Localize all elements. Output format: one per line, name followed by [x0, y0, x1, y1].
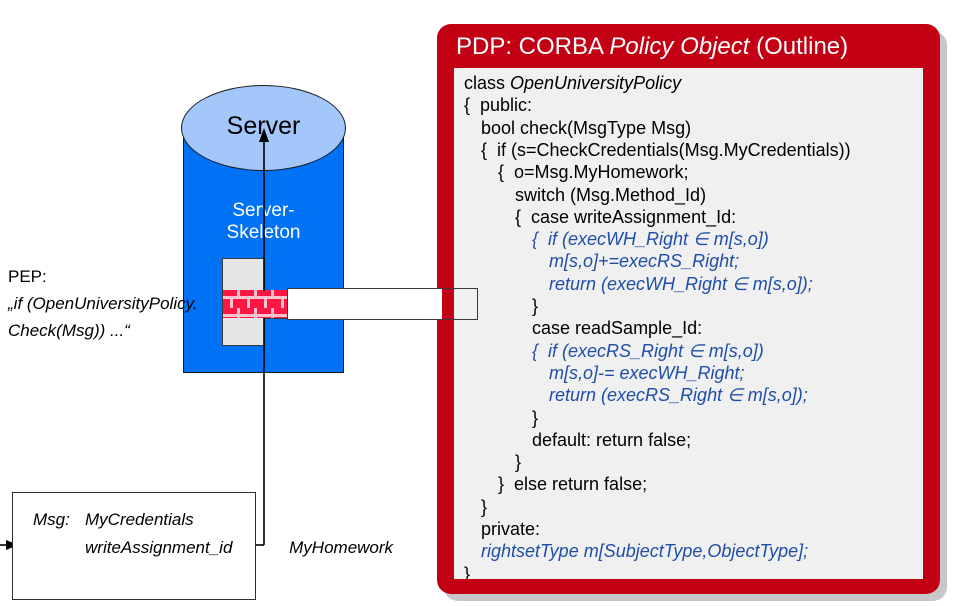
code-line-12: { if (execRS_Right ∈ m[s,o]) — [532, 340, 764, 361]
msg-field-1: writeAssignment_id — [85, 538, 233, 557]
pep-firewall-notch-bottom — [264, 318, 306, 347]
code-line-3: { if (s=CheckCredentials(Msg.MyCredentia… — [481, 139, 851, 160]
code-line-0-identifier: OpenUniversityPolicy — [510, 73, 682, 93]
msg-box-content: Msg: MyCredentials writeAssignment_id MyH… — [33, 506, 393, 562]
code-line-13: m[s,o]-= execWH_Right; — [549, 362, 745, 383]
code-line-1: { public: — [464, 95, 533, 116]
code-line-19: } — [481, 496, 488, 517]
msg-row-0: Msg: MyCredentials — [33, 506, 393, 534]
connector-rect-fill — [288, 289, 442, 319]
code-line-8: m[s,o]+=execRS_Right; — [549, 251, 740, 272]
msg-field-2: MyHomework — [289, 538, 394, 557]
code-line-15: } — [532, 407, 539, 428]
arrow-up-head-icon — [259, 128, 269, 142]
code-line-9: return (execWH_Right ∈ m[s,o]); — [549, 273, 813, 294]
msg-box: Msg: MyCredentials writeAssignment_id MyH… — [12, 492, 393, 600]
pdp-code-listing: class OpenUniversityPolicy{ public:bool … — [454, 68, 923, 579]
code-line-21: rightsetType m[SubjectType,ObjectType]; — [481, 541, 809, 562]
code-line-5: switch (Msg.Method_Id) — [515, 184, 707, 205]
code-line-0-keyword: class — [464, 73, 511, 93]
code-line-16: default: return false; — [532, 429, 692, 450]
pep-quote-line-2: Check(Msg)) ...“ — [8, 321, 130, 340]
code-line-14: return (execRS_Right ∈ m[s,o]); — [549, 385, 808, 406]
code-line-10: } — [532, 296, 539, 316]
pep-label: PEP: — [8, 267, 47, 286]
pdp-panel: PDP: CORBA Policy Object (Outline) class… — [437, 24, 940, 594]
code-line-0: class OpenUniversityPolicy — [454, 73, 681, 93]
code-line-6: { case writeAssignment_Id: — [515, 206, 737, 227]
pdp-title-part-2: (Outline) — [749, 33, 849, 60]
code-line-4: { o=Msg.MyHomework; — [498, 162, 689, 183]
code-line-20: private: — [481, 519, 541, 539]
connector-rect-pep-to-pdp — [287, 288, 478, 320]
pdp-panel-title: PDP: CORBA Policy Object (Outline) — [456, 33, 848, 61]
code-line-22: } — [464, 563, 471, 579]
pep-quote-line-1: „if (OpenUniversityPolicy. — [8, 294, 198, 313]
pdp-title-part-italic: Policy Object — [609, 33, 750, 60]
code-line-17: } — [515, 452, 522, 473]
msg-field-0: MyCredentials — [85, 510, 194, 529]
code-line-11: case readSample_Id: — [532, 318, 703, 339]
pdp-title-part-1: PDP: CORBA — [456, 33, 610, 60]
code-line-7: { if (execWH_Right ∈ m[s,o]) — [532, 229, 769, 250]
pep-annotation: PEP: „if (OpenUniversityPolicy. Check(Ms… — [8, 263, 198, 344]
msg-label: Msg: — [33, 510, 70, 529]
code-line-2: bool check(MsgType Msg) — [481, 117, 692, 138]
code-line-18: } else return false; — [498, 474, 648, 495]
